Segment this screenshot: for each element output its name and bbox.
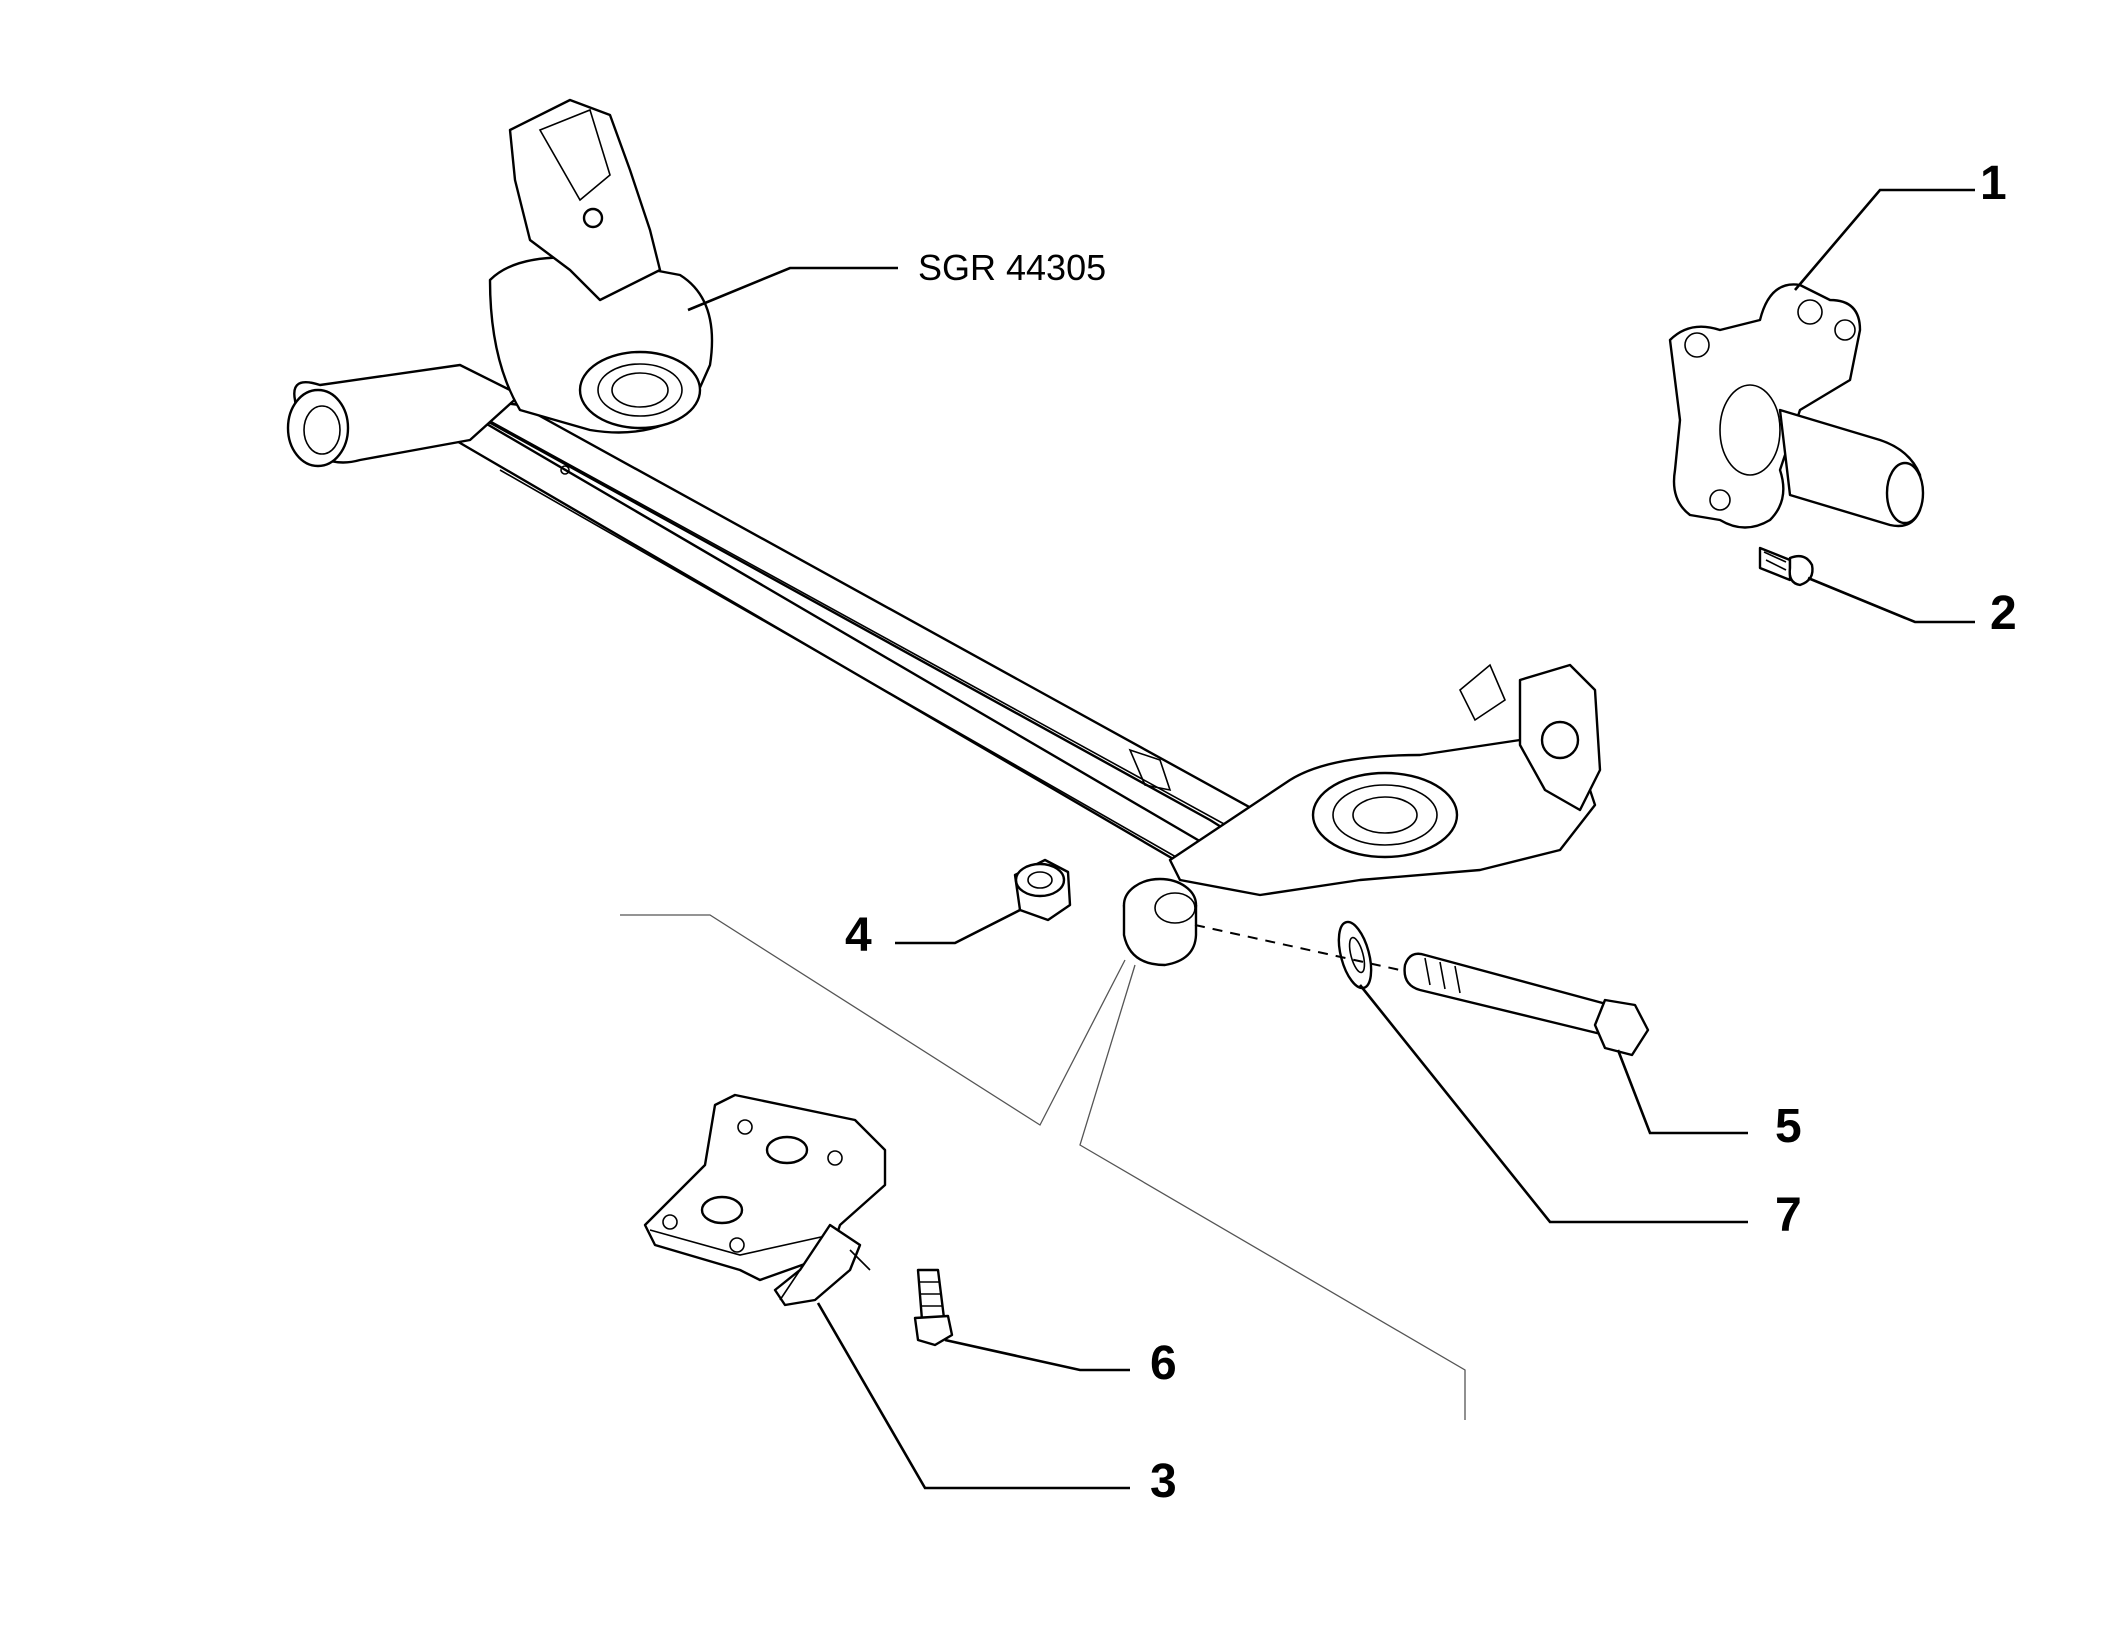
callout-3: 3 xyxy=(1150,1455,1177,1508)
reference-label: SGR 44305 xyxy=(918,247,1107,288)
leader-7 xyxy=(1358,984,1748,1224)
callout-1: 1 xyxy=(1980,157,2007,210)
leader-2 xyxy=(1807,576,1975,624)
callout-4: 4 xyxy=(845,909,872,962)
leader-reference xyxy=(687,266,898,312)
guide-line-left xyxy=(620,914,1126,1126)
guide-line-right xyxy=(1079,964,1466,1420)
part-4-nut xyxy=(1013,858,1072,922)
callout-7: 7 xyxy=(1775,1189,1802,1242)
rear-axle-beam xyxy=(286,98,1602,967)
part-1-wheel-hub xyxy=(1668,283,1925,529)
part-3-mounting-bracket xyxy=(643,1093,887,1307)
callout-6: 6 xyxy=(1150,1337,1177,1390)
callout-2: 2 xyxy=(1990,587,2017,640)
part-6-screw xyxy=(913,1268,954,1347)
part-7-washer xyxy=(1337,920,1373,990)
part-5-long-bolt xyxy=(1403,952,1650,1057)
leader-6 xyxy=(944,1338,1130,1372)
leader-1 xyxy=(1794,188,1975,291)
callout-5: 5 xyxy=(1775,1100,1802,1153)
leader-5 xyxy=(1616,1049,1748,1135)
leader-4 xyxy=(895,908,1021,945)
leader-3 xyxy=(816,1302,1130,1490)
part-2-bolt xyxy=(1758,546,1814,587)
